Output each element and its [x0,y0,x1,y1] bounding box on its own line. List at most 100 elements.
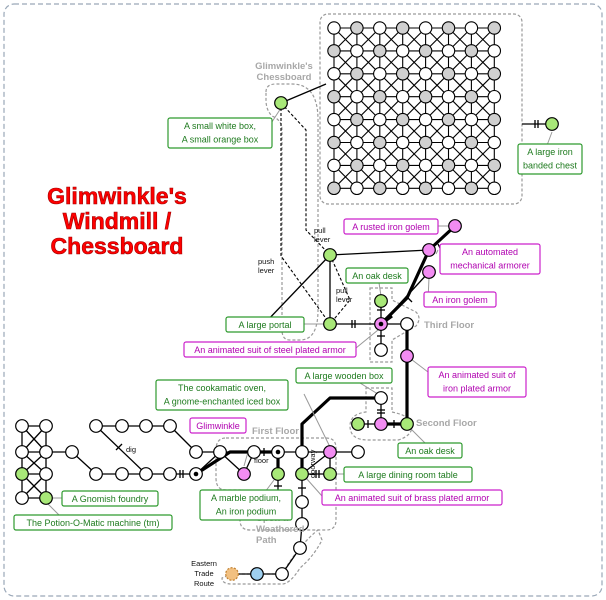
room-npc[interactable] [400,349,414,363]
room-item[interactable] [15,467,29,481]
room-exit[interactable] [225,567,239,581]
room-item[interactable] [39,491,53,505]
room-empty[interactable] [139,467,153,481]
room-item[interactable] [295,467,309,481]
chess-square[interactable] [464,158,479,173]
room-item[interactable] [351,417,365,431]
room-empty[interactable] [15,419,29,433]
room-empty[interactable] [189,445,203,459]
label-foundry[interactable]: A Gnomish foundry [61,490,159,507]
chess-square[interactable] [418,135,433,150]
label-iron-golem[interactable]: An iron golem [423,291,497,308]
chess-square[interactable] [350,89,364,104]
room-npc[interactable] [422,265,436,279]
chess-square[interactable] [350,158,364,173]
chess-square[interactable] [350,44,364,58]
room-item[interactable] [274,96,288,110]
chess-square[interactable] [464,67,479,81]
room-empty[interactable] [115,467,129,481]
room-empty[interactable] [39,467,53,481]
chess-square[interactable] [441,67,456,81]
chess-square[interactable] [373,89,387,104]
chess-square[interactable] [395,89,410,104]
room-empty[interactable] [247,445,261,459]
chess-square[interactable] [395,112,410,127]
chess-square[interactable] [327,158,341,173]
chess-square[interactable] [350,112,364,127]
room-empty[interactable] [89,467,103,481]
room-item[interactable] [374,294,388,308]
chess-square[interactable] [464,44,479,58]
chess-square[interactable] [373,135,387,150]
chess-square[interactable] [441,135,456,150]
chess-square[interactable] [441,21,456,35]
chess-square[interactable] [373,67,387,81]
room-empty[interactable] [139,419,153,433]
room-empty[interactable] [15,445,29,459]
room-empty[interactable] [295,495,309,509]
chess-square[interactable] [395,135,410,150]
room-npc[interactable] [237,467,251,481]
chess-square[interactable] [418,67,433,81]
chess-square[interactable] [373,158,387,173]
room-empty[interactable] [15,491,29,505]
chess-square[interactable] [487,112,502,127]
chess-square[interactable] [373,112,387,127]
chess-square[interactable] [487,89,502,104]
label-glimwinkle[interactable]: Glimwinkle [189,417,247,434]
label-white-box[interactable]: A small white box,A small orange box [167,117,273,149]
room-npc[interactable] [422,243,436,257]
chess-square[interactable] [418,181,433,196]
chess-square[interactable] [327,67,341,81]
room-npc[interactable] [448,219,462,233]
chess-square[interactable] [441,44,456,58]
chess-square[interactable] [487,67,502,81]
chess-square[interactable] [327,135,341,150]
chess-square[interactable] [487,158,502,173]
label-steel-armor[interactable]: An animated suit of steel plated armor [183,341,357,358]
chess-square[interactable] [395,67,410,81]
room-empty[interactable] [293,541,307,555]
chess-square[interactable] [464,112,479,127]
room-empty[interactable] [65,445,79,459]
room-item[interactable] [271,467,285,481]
chess-square[interactable] [487,21,502,35]
chess-square[interactable] [441,112,456,127]
chess-square[interactable] [395,44,410,58]
label-large-portal[interactable]: A large portal [225,316,305,333]
label-cookamatic[interactable]: The cookamatic oven,A gnome-enchanted ic… [155,379,289,411]
room-item[interactable] [400,417,414,431]
room-empty[interactable] [163,419,177,433]
room-npc[interactable] [374,417,388,431]
room-item[interactable] [545,117,559,131]
chess-square[interactable] [464,181,479,196]
chess-square[interactable] [327,181,341,196]
room-empty[interactable] [295,517,309,531]
room-empty[interactable] [163,467,177,481]
chess-square[interactable] [350,21,364,35]
chess-square[interactable] [395,181,410,196]
room-empty[interactable] [89,419,103,433]
chess-square[interactable] [327,112,341,127]
label-oak-desk-bottom[interactable]: An oak desk [397,442,463,459]
chess-square[interactable] [373,181,387,196]
chess-square[interactable] [464,135,479,150]
chess-square[interactable] [350,181,364,196]
chess-square[interactable] [395,21,410,35]
room-empty[interactable] [295,445,309,459]
chess-square[interactable] [487,181,502,196]
chess-square[interactable] [441,158,456,173]
chess-square[interactable] [327,89,341,104]
room-empty[interactable] [115,419,129,433]
chess-square[interactable] [418,44,433,58]
chess-square[interactable] [464,21,479,35]
room-empty[interactable] [351,445,365,459]
room-empty[interactable] [275,567,289,581]
label-wooden-box[interactable]: A large wooden box [295,367,393,384]
room-npc[interactable] [323,445,337,459]
label-potion[interactable]: The Potion-O-Matic machine (tm) [13,514,173,531]
label-rusted-golem[interactable]: A rusted iron golem [343,218,439,235]
chess-square[interactable] [327,21,341,35]
